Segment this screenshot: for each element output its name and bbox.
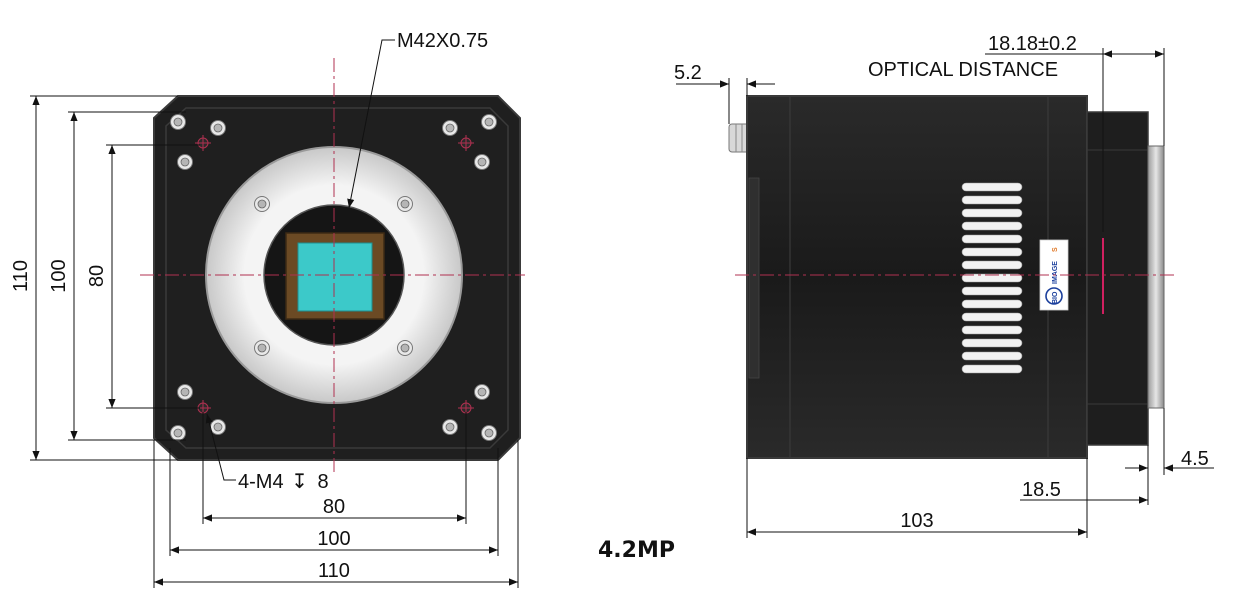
ring-screw-icon xyxy=(397,340,413,356)
optical-distance-dimension xyxy=(985,48,1165,232)
ring-screw-icon xyxy=(254,340,270,356)
flange-dim: 4.5 xyxy=(1181,448,1209,470)
width-dim-80: 80 xyxy=(323,496,345,518)
mount-depth-dim: 18.5 xyxy=(1022,479,1061,501)
corner-screw-icon xyxy=(481,425,497,441)
height-dim-110: 110 xyxy=(10,260,32,292)
height-dim-100: 100 xyxy=(48,259,70,292)
lens-flange xyxy=(1147,145,1165,409)
corner-screw-icon xyxy=(481,114,497,130)
front-centerlines xyxy=(140,58,525,475)
corner-screw-icon xyxy=(177,154,193,170)
corner-screw-icon xyxy=(177,384,193,400)
side-view: BIO IMAGE S 5.2 18.18±0.2 OP xyxy=(674,33,1214,538)
side-body xyxy=(746,95,1088,459)
mount-depth-dimension xyxy=(1020,445,1149,505)
front-view: 110 100 80 80 100 110 M42X0.75 4-M4 ↧ 8 xyxy=(10,30,525,588)
cooling-vents xyxy=(961,182,1023,374)
corner-screw-icon xyxy=(442,419,458,435)
optical-distance-value: 18.18±0.2 xyxy=(988,33,1077,55)
front-body-inner-edge xyxy=(165,107,509,449)
corner-screw-icon xyxy=(210,419,226,435)
model-label: 4.2MP xyxy=(598,538,675,563)
body-length-dimension xyxy=(746,458,1088,538)
mount-holes-label: 4-M4 ↧ 8 xyxy=(238,471,329,493)
logo-text-suffix: S xyxy=(1052,247,1059,252)
connector-dim: 5.2 xyxy=(674,62,702,84)
thread-label: M42X0.75 xyxy=(397,30,488,52)
connector-dimension xyxy=(676,78,775,124)
body-length-dim: 103 xyxy=(900,510,933,532)
corner-screw-icon xyxy=(474,384,490,400)
optical-distance-label: OPTICAL DISTANCE xyxy=(868,59,1058,81)
ring-screw-icon xyxy=(254,196,270,212)
mount-holes-leader-line xyxy=(205,413,236,481)
corner-screw-icon xyxy=(474,154,490,170)
front-width-dimensions xyxy=(153,412,519,588)
front-height-dimensions xyxy=(30,95,200,461)
corner-screw-icon xyxy=(170,425,186,441)
corner-screw-icon xyxy=(210,120,226,136)
flange-dimension xyxy=(1125,408,1214,475)
logo-text-bio: BIO xyxy=(1052,291,1059,304)
corner-screw-icon xyxy=(170,114,186,130)
ring-screw-icon xyxy=(397,196,413,212)
depth-symbol-icon: ↧ xyxy=(291,471,308,493)
thread-leader-line xyxy=(347,39,395,209)
logo-text-image: IMAGE xyxy=(1052,261,1059,284)
height-dim-80: 80 xyxy=(86,265,108,287)
corner-screw-icon xyxy=(442,120,458,136)
sensor-chip xyxy=(297,242,373,312)
width-dim-110: 110 xyxy=(318,560,350,582)
side-lens-mount xyxy=(1086,111,1149,446)
width-dim-100: 100 xyxy=(317,528,350,550)
